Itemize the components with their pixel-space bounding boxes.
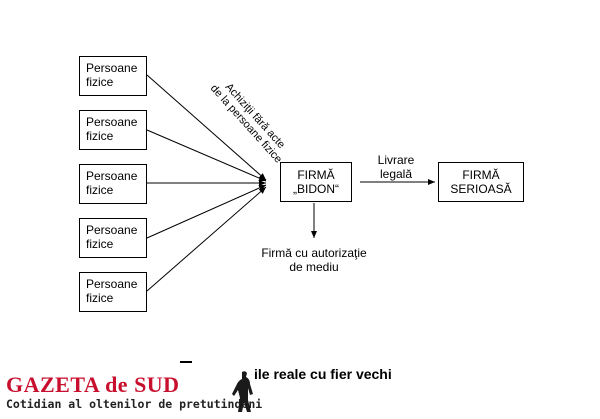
source-label: fizice — [86, 183, 114, 197]
source-label: fizice — [86, 237, 114, 251]
arrow-source-5 — [146, 186, 267, 292]
source-label: Persoane — [86, 277, 138, 291]
delivery-label: Livrare legală — [368, 153, 424, 181]
firma-bidon-line1: FIRMĂ — [297, 168, 335, 182]
statue-icon — [232, 371, 253, 412]
source-label: Persoane — [86, 115, 138, 129]
firma-serioasa-line1: FIRMĂ — [462, 168, 500, 182]
delivery-label-line2: legală — [379, 167, 413, 181]
logo-title: GAZETA de SUD — [6, 372, 180, 397]
authorized-firm-line2: de mediu — [289, 260, 339, 274]
source-box-5: Persoane fizice — [79, 272, 147, 312]
source-label: Persoane — [86, 61, 138, 75]
authorized-firm-line1: Firmă cu autorizaţie — [261, 246, 367, 260]
delivery-label-line1: Livrare — [377, 153, 415, 167]
arrow-source-2 — [146, 129, 267, 182]
firma-serioasa-box: FIRMĂ SERIOASĂ — [438, 162, 524, 202]
arrow-source-1 — [146, 74, 267, 181]
caption: ile reale cu fier vechi — [254, 366, 392, 382]
source-label: fizice — [86, 129, 114, 143]
source-box-2: Persoane fizice — [79, 110, 147, 150]
source-label: Persoane — [86, 223, 138, 237]
source-label: Persoane — [86, 169, 138, 183]
firma-bidon-line2: „BIDON“ — [293, 182, 339, 196]
source-label: fizice — [86, 291, 114, 305]
logo-subtitle: Cotidian al oltenilor de pretutindeni — [6, 397, 263, 411]
source-box-4: Persoane fizice — [79, 218, 147, 258]
source-box-1: Persoane fizice — [79, 56, 147, 96]
source-label: fizice — [86, 75, 114, 89]
gazeta-de-sud-logo: GAZETA de SUD Cotidian al oltenilor de p… — [2, 371, 263, 417]
firma-bidon-box: FIRMĂ „BIDON“ — [280, 162, 352, 202]
authorized-firm-label: Firmă cu autorizaţie de mediu — [250, 246, 378, 274]
arrow-source-4 — [146, 184, 267, 239]
caption-dash — [180, 361, 192, 363]
source-box-3: Persoane fizice — [79, 164, 147, 204]
firma-serioasa-line2: SERIOASĂ — [450, 182, 512, 196]
